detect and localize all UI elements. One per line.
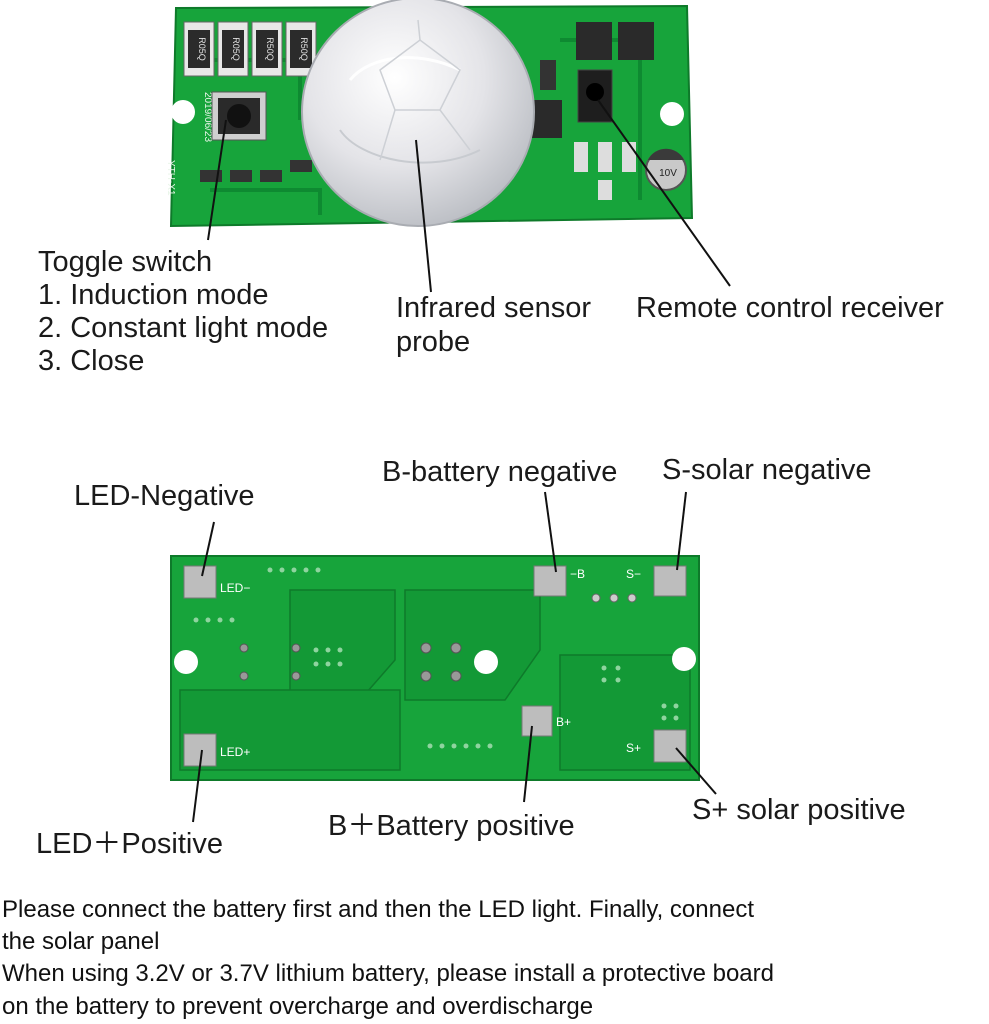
note-line-1: Please connect the battery first and the… <box>2 896 754 923</box>
led-positive-label: LED＋Positive <box>36 828 223 860</box>
resistor-marking: R05Q <box>197 37 207 61</box>
silkscreen-s-pos: S+ <box>626 741 641 755</box>
solar-positive-label: S+ solar positive <box>692 794 906 826</box>
mounting-hole <box>672 647 696 671</box>
silkscreen-s-neg: S− <box>626 567 641 581</box>
silkscreen-date: 2019/06/23 <box>202 92 213 142</box>
silkscreen-b-neg: −B <box>570 567 585 581</box>
bottom-leader-lines <box>192 491 717 823</box>
toggle-option-constant-light: 2. Constant light mode <box>38 312 329 344</box>
battery-positive-label: B＋Battery positive <box>328 810 575 842</box>
remote-receiver-label: Remote control receiver <box>636 292 944 324</box>
toggle-option-close: 3. Close <box>38 345 145 377</box>
toggle-switch-title: Toggle switch <box>38 246 213 278</box>
mounting-hole <box>474 650 498 674</box>
mounting-hole <box>174 650 198 674</box>
resistor-marking: R05Q <box>231 37 241 61</box>
note-line-3: When using 3.2V or 3.7V lithium battery,… <box>2 960 774 987</box>
resistor-row: R05Q R05Q R50Q R50Q <box>183 21 317 77</box>
resistor-marking: R50Q <box>299 37 309 61</box>
silkscreen-led-neg: LED− <box>220 581 250 595</box>
led-negative-pad <box>183 565 217 599</box>
note-line-2: the solar panel <box>2 928 160 955</box>
mounting-hole <box>171 100 195 124</box>
infrared-sensor-dome <box>301 0 535 227</box>
solar-negative-label: S-solar negative <box>662 454 872 486</box>
battery-positive-pad <box>521 705 553 737</box>
infrared-sensor-label-line2: probe <box>396 326 471 358</box>
bottom-pcb: LED− LED+ −B S− B+ S+ <box>170 555 700 781</box>
smd-components <box>200 22 654 200</box>
note-line-4: on the battery to prevent overcharge and… <box>2 993 594 1020</box>
battery-negative-label: B-battery negative <box>382 456 618 488</box>
battery-negative-pad <box>533 565 567 597</box>
toggle-option-induction: 1. Induction mode <box>38 279 269 311</box>
silkscreen-model: YTH-X1 <box>165 160 176 196</box>
remote-receiver-component <box>577 69 613 123</box>
top-leader-lines <box>207 99 731 293</box>
silkscreen-b-pos: B+ <box>556 715 571 729</box>
solar-negative-pad <box>653 565 687 597</box>
mounting-hole <box>660 102 684 126</box>
capacitor-component: 10V <box>645 148 687 191</box>
infrared-sensor-label-line1: Infrared sensor <box>396 292 592 324</box>
led-negative-label: LED-Negative <box>74 480 255 512</box>
resistor-marking: R50Q <box>265 37 275 61</box>
toggle-switch-component <box>211 91 267 141</box>
capacitor-rating: 10V <box>659 168 677 179</box>
silkscreen-led-pos: LED+ <box>220 745 250 759</box>
solar-positive-pad <box>653 729 687 763</box>
